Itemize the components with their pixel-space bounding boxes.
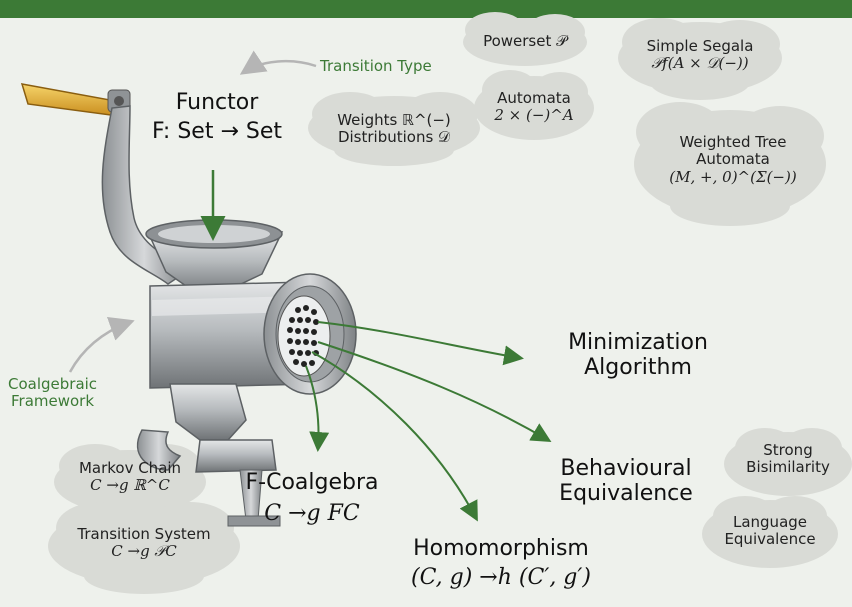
behavioural-equivalence-label: Behavioural Equivalence <box>546 456 706 507</box>
weights-cloud-text: Weights ℝ^(−) Distributions 𝒟 <box>312 112 476 147</box>
simple-segala-label: Simple Segala <box>622 38 778 55</box>
weighted-tree-cloud-text: Weighted Tree Automata (M, +, 0)^(Σ(−)) <box>648 134 818 186</box>
language-equivalence-cloud-text: Language Equivalence <box>712 514 828 549</box>
behavioural-line1: Behavioural <box>546 456 706 481</box>
homomorphism-formula: (C, g) →h (C′, g′) <box>386 565 616 590</box>
equivalence-label: Equivalence <box>712 531 828 548</box>
transition-system-cloud-text: Transition System C →g 𝒫C <box>56 526 232 561</box>
simple-segala-cloud-text: Simple Segala 𝒫f(A × 𝒟(−)) <box>622 38 778 73</box>
coalgebraic-framework-label: Coalgebraic Framework <box>8 376 97 411</box>
weights-label: Weights ℝ^(−) <box>312 112 476 129</box>
coalgebra-title: F-Coalgebra <box>232 470 392 495</box>
coalgebraic-label-line1: Coalgebraic <box>8 376 97 393</box>
transition-type-arrow <box>244 61 316 72</box>
automata-formula: 2 × (−)^A <box>484 107 584 124</box>
minimization-line1: Minimization <box>548 330 728 355</box>
powerset-cloud-text: Powerset 𝒫 <box>470 33 580 50</box>
coalgebraic-label-line2: Framework <box>8 393 97 410</box>
functor-title: Functor <box>132 90 302 115</box>
bisimilarity-label: Bisimilarity <box>730 459 846 476</box>
transition-system-label: Transition System <box>56 526 232 543</box>
homomorphism-label: Homomorphism (C, g) →h (C′, g′) <box>386 536 616 591</box>
transition-type-label: Transition Type <box>320 58 432 75</box>
weighted-tree-label-line1: Weighted Tree <box>648 134 818 151</box>
f-coalgebra-label: F-Coalgebra C →g FC <box>232 470 392 527</box>
language-label: Language <box>712 514 828 531</box>
coalgebra-formula: C →g FC <box>232 501 392 526</box>
transition-system-formula: C →g 𝒫C <box>56 543 232 560</box>
coalgebraic-framework-arrow <box>70 322 130 372</box>
functor-label: Functor F: Set → Set <box>132 90 302 145</box>
homomorphism-title: Homomorphism <box>386 536 616 561</box>
behavioural-line2: Equivalence <box>546 481 706 506</box>
minimization-algorithm-label: Minimization Algorithm <box>548 330 728 381</box>
automata-cloud-text: Automata 2 × (−)^A <box>484 90 584 125</box>
powerset-label: Powerset 𝒫 <box>470 33 580 50</box>
minimization-line2: Algorithm <box>548 355 728 380</box>
simple-segala-formula: 𝒫f(A × 𝒟(−)) <box>622 55 778 72</box>
weighted-tree-label-line2: Automata <box>648 151 818 168</box>
markov-chain-label: Markov Chain <box>60 460 200 477</box>
distributions-label: Distributions 𝒟 <box>312 129 476 146</box>
strong-label: Strong <box>730 442 846 459</box>
markov-chain-cloud-text: Markov Chain C →g ℝ^C <box>60 460 200 495</box>
weighted-tree-formula: (M, +, 0)^(Σ(−)) <box>648 169 818 186</box>
functor-signature: F: Set → Set <box>132 119 302 144</box>
markov-chain-formula: C →g ℝ^C <box>60 477 200 494</box>
strong-bisimilarity-cloud-text: Strong Bisimilarity <box>730 442 846 477</box>
automata-label: Automata <box>484 90 584 107</box>
